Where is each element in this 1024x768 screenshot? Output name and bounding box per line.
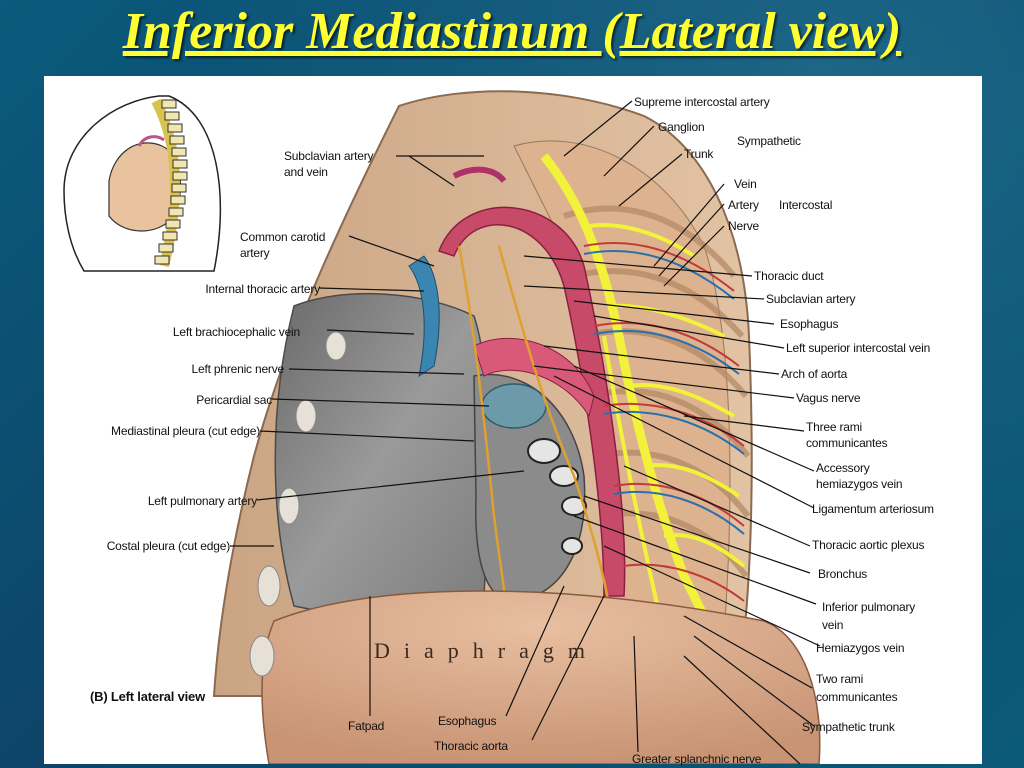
label-subclavian-artery: Subclavian artery — [284, 149, 374, 163]
label-sympathetic: Sympathetic — [737, 134, 801, 148]
label-thoracic-aorta: Thoracic aorta — [434, 739, 508, 753]
label-two-rami: Two rami — [816, 672, 864, 686]
slide-title: Inferior Mediastinum (Lateral view) — [122, 3, 902, 60]
label-communicantes-two: communicantes — [816, 690, 898, 704]
label-vagus-nerve: Vagus nerve — [796, 391, 861, 405]
label-arch-of-aorta: Arch of aorta — [781, 367, 848, 381]
label-ganglion: Ganglion — [658, 120, 705, 134]
costal-cartilages — [249, 331, 347, 677]
label-bronchus: Bronchus — [818, 567, 868, 581]
diaphragm — [261, 590, 821, 764]
label-inferior-pulmonary: Inferior pulmonary — [822, 600, 916, 614]
label-ligamentum-arteriosum: Ligamentum arteriosum — [812, 502, 934, 516]
label-sympathetic-trunk: Sympathetic trunk — [802, 720, 895, 734]
figure-caption: (B) Left lateral view — [90, 689, 205, 704]
label-left-superior-intercostal-vein: Left superior intercostal vein — [786, 341, 931, 355]
label-intercostal: Intercostal — [779, 198, 833, 212]
label-thoracic-aortic-plexus: Thoracic aortic plexus — [812, 538, 925, 552]
label-subclavian-artery-right: Subclavian artery — [766, 292, 856, 306]
label-artery-intercostal: Artery — [728, 198, 759, 212]
label-left-pulmonary-artery: Left pulmonary artery — [147, 494, 257, 508]
diaphragm-label: Diaphragm — [374, 638, 599, 663]
aorta — [438, 206, 626, 597]
sympathetic-trunk-path — [540, 153, 719, 639]
label-mediastinal-pleura: Mediastinal pleura (cut edge) — [111, 424, 260, 438]
label-fatpad: Fatpad — [348, 719, 385, 733]
label-hemiazygos-vein-accessory: hemiazygos vein — [816, 477, 903, 491]
label-communicantes-three: communicantes — [806, 436, 888, 450]
inset-sketch — [63, 95, 222, 272]
label-pericardial-sac: Pericardial sac — [196, 393, 272, 407]
label-and-vein: and vein — [284, 165, 328, 179]
label-accessory: Accessory — [816, 461, 870, 475]
label-artery: artery — [240, 246, 270, 260]
label-three-rami: Three rami — [806, 420, 863, 434]
label-costal-pleura: Costal pleura (cut edge) — [106, 539, 230, 553]
pleural-cavity — [274, 292, 490, 616]
label-trunk: Trunk — [684, 147, 714, 161]
label-vein-inferior: vein — [822, 618, 844, 632]
anatomy-figure: Diaphragm (B) Left lateral view Subclavi… — [44, 76, 982, 766]
label-common-carotid: Common carotid — [240, 230, 326, 244]
label-esophagus-right: Esophagus — [780, 317, 839, 331]
label-thoracic-duct: Thoracic duct — [754, 269, 824, 283]
label-greater-splanchnic-nerve: Greater splanchnic nerve — [632, 752, 762, 766]
anatomy-illustration — [63, 90, 821, 764]
label-left-brachiocephalic-vein: Left brachiocephalic vein — [172, 325, 300, 339]
label-supreme-intercostal-artery: Supreme intercostal artery — [634, 95, 770, 109]
pulmonary-artery — [481, 383, 547, 429]
label-nerve: Nerve — [728, 219, 760, 233]
label-vein: Vein — [734, 177, 757, 191]
label-hemiazygos-vein: Hemiazygos vein — [816, 641, 905, 655]
label-left-phrenic-nerve: Left phrenic nerve — [191, 362, 285, 376]
leader-lines — [230, 100, 821, 764]
label-internal-thoracic-artery: Internal thoracic artery — [205, 282, 320, 296]
label-esophagus-bottom: Esophagus — [438, 714, 497, 728]
